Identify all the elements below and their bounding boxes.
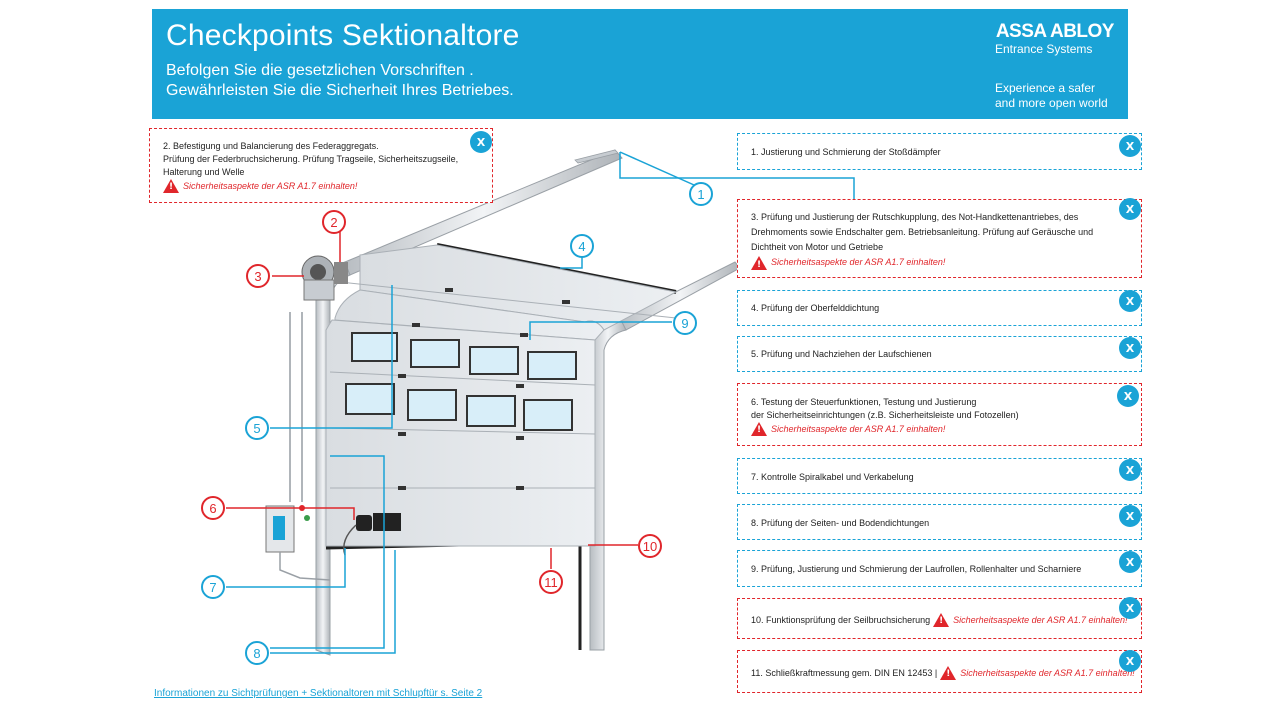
footer-info-link[interactable]: Informationen zu Sichtprüfungen + Sektio… [154, 688, 483, 699]
close-icon[interactable]: X [1119, 135, 1141, 157]
checkpoint-2-box: 2. Befestigung und Balancierung des Fede… [149, 128, 493, 203]
callout-11[interactable]: 11 [539, 570, 563, 594]
tagline-line-1: Experience a safer [995, 81, 1096, 95]
checkpoint-6-box: 6. Testung der Steuerfunktionen, Testung… [737, 383, 1142, 446]
warning-text: Sicherheitsaspekte der ASR A1.7 einhalte… [953, 614, 1128, 625]
subtitle-line-1: Befolgen Sie die gesetzlichen Vorschrift… [166, 62, 474, 79]
checkpoint-2-line-3: Halterung und Welle [163, 167, 245, 177]
checkpoint-7-text: 7. Kontrolle Spiralkabel und Verkabelung [751, 472, 914, 482]
callout-6[interactable]: 6 [201, 496, 225, 520]
warning-icon [163, 179, 179, 194]
close-icon[interactable]: X [1119, 198, 1141, 220]
close-icon[interactable]: X [1117, 385, 1139, 407]
checkpoint-6-line-1: 6. Testung der Steuerfunktionen, Testung… [751, 397, 977, 407]
checkpoint-8-box: 8. Prüfung der Seiten- und Bodendichtung… [737, 504, 1142, 540]
warning-text: Sicherheitsaspekte der ASR A1.7 einhalte… [771, 423, 946, 434]
close-icon[interactable]: X [1119, 290, 1141, 312]
checkpoint-6-line-2: der Sicherheitseinrichtungen (z.B. Siche… [751, 410, 1019, 420]
checkpoint-1-box: 1. Justierung und Schmierung der Stoßdäm… [737, 133, 1142, 170]
warning-icon [933, 613, 950, 628]
checkpoint-11-box: 11. Schließkraftmessung gem. DIN EN 1245… [737, 650, 1142, 693]
tagline-line-2: and more open world [995, 96, 1108, 110]
checkpoint-2-line-2: Prüfung der Federbruchsicherung. Prüfung… [163, 154, 459, 164]
control-box [265, 312, 331, 581]
checkpoint-10-text: 10. Funktionsprüfung der Seilbruchsicher… [751, 614, 931, 625]
page-title: Checkpoints Sektionaltore [166, 19, 520, 52]
checkpoint-9-text: 9. Prüfung, Justierung und Schmierung de… [751, 564, 1082, 574]
checkpoint-11-text: 11. Schließkraftmessung gem. DIN EN 1245… [751, 667, 938, 678]
header-banner: Checkpoints Sektionaltore Befolgen Sie d… [152, 9, 1128, 119]
checkpoint-2-line-1: 2. Befestigung und Balancierung des Fede… [163, 141, 379, 151]
checkpoint-3-line-2: Drehmoments sowie Endschalter gem. Betri… [751, 227, 1094, 237]
checkpoint-4-box: 4. Prüfung der Oberfelddichtung X [737, 290, 1142, 326]
page-subtitle: Befolgen Sie die gesetzlichen Vorschrift… [166, 61, 514, 101]
callout-4[interactable]: 4 [570, 234, 594, 258]
callout-5[interactable]: 5 [245, 416, 269, 440]
safety-warning: Sicherheitsaspekte der ASR A1.7 einhalte… [163, 179, 358, 194]
checkpoint-3-line-3: Dichtheit von Motor und Getriebe [751, 242, 884, 252]
callout-7[interactable]: 7 [201, 575, 225, 599]
checkpoint-9-box: 9. Prüfung, Justierung und Schmierung de… [737, 550, 1142, 587]
close-icon[interactable]: X [1119, 551, 1141, 573]
subtitle-line-2: Gewährleisten Sie die Sicherheit Ihres B… [166, 82, 514, 99]
close-icon[interactable]: X [1119, 459, 1141, 481]
close-icon[interactable]: X [470, 131, 492, 153]
checkpoint-8-text: 8. Prüfung der Seiten- und Bodendichtung… [751, 518, 930, 528]
checkpoint-7-box: 7. Kontrolle Spiralkabel und Verkabelung… [737, 458, 1142, 494]
close-icon[interactable]: X [1119, 597, 1141, 619]
brand-tagline: Experience a safer and more open world [995, 81, 1108, 111]
close-icon[interactable]: X [1119, 650, 1141, 672]
leader-lines [226, 151, 855, 654]
callout-8[interactable]: 8 [245, 641, 269, 665]
checkpoint-1-text: 1. Justierung und Schmierung der Stoßdäm… [751, 147, 941, 157]
motor-unit [301, 255, 348, 301]
close-icon[interactable]: X [1119, 337, 1141, 359]
checkpoint-10-box: 10. Funktionsprüfung der Seilbruchsicher… [737, 597, 1142, 639]
brand-logo: ASSA ABLOY [995, 21, 1115, 42]
warning-text: Sicherheitsaspekte der ASR A1.7 einhalte… [771, 257, 946, 267]
callout-2[interactable]: 2 [322, 210, 346, 234]
hinges [398, 288, 570, 490]
window-row-1 [351, 332, 577, 380]
close-icon[interactable]: X [1119, 505, 1141, 527]
warning-icon [751, 422, 767, 437]
callout-1[interactable]: 1 [689, 182, 713, 206]
brand-subtitle: Entrance Systems [995, 42, 1093, 56]
warning-text: Sicherheitsaspekte der ASR A1.7 einhalte… [183, 180, 358, 191]
warning-icon [940, 666, 957, 681]
checkpoint-5-box: 5. Prüfung und Nachziehen der Laufschien… [737, 336, 1142, 372]
safety-warning: Sicherheitsaspekte der ASR A1.7 einhalte… [933, 613, 1128, 628]
checkpoint-3-box: 3. Prüfung und Justierung der Rutschkupp… [737, 198, 1142, 278]
callout-9[interactable]: 9 [673, 311, 697, 335]
safety-warning: Sicherheitsaspekte der ASR A1.7 einhalte… [751, 422, 946, 437]
upper-rail [344, 149, 623, 276]
checkpoint-3-line-1: 3. Prüfung und Justierung der Rutschkupp… [751, 212, 1079, 222]
window-row-2 [345, 383, 573, 431]
checkpoint-4-text: 4. Prüfung der Oberfelddichtung [751, 303, 880, 313]
warning-text: Sicherheitsaspekte der ASR A1.7 einhalte… [960, 667, 1135, 678]
callout-3[interactable]: 3 [246, 264, 270, 288]
photocell-unit [343, 513, 401, 556]
safety-warning: Sicherheitsaspekte der ASR A1.7 einhalte… [751, 255, 946, 273]
safety-warning: Sicherheitsaspekte der ASR A1.7 einhalte… [940, 666, 1135, 681]
checkpoint-5-text: 5. Prüfung und Nachziehen der Laufschien… [751, 349, 932, 359]
callout-10[interactable]: 10 [638, 534, 662, 558]
warning-icon [751, 255, 767, 273]
